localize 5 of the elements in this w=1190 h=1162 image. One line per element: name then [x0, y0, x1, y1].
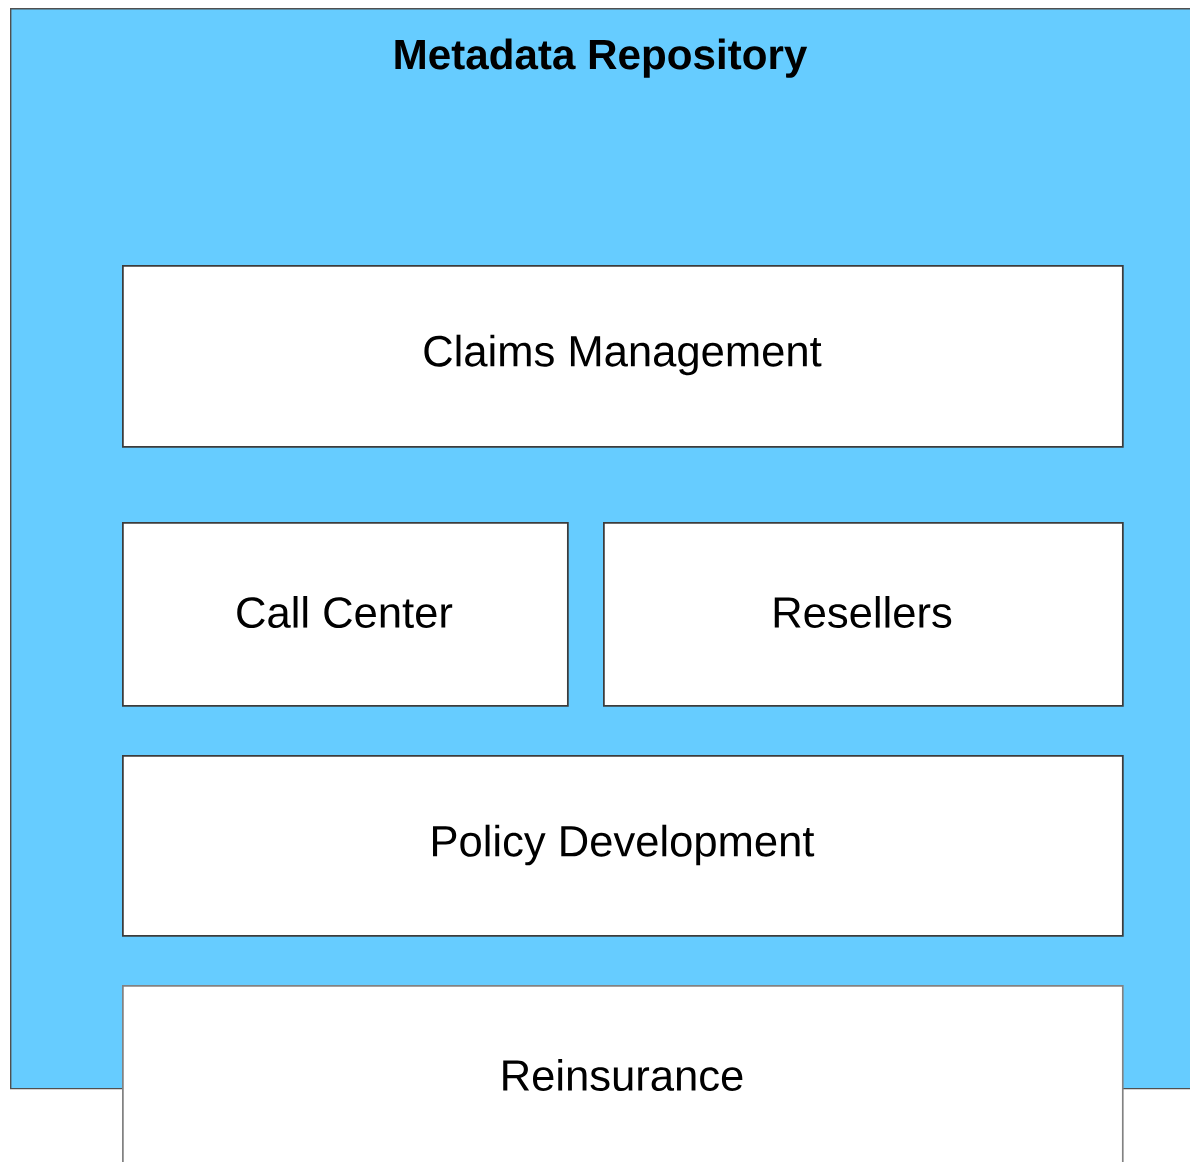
process-box: Claims Management [122, 265, 1124, 448]
process-box: Reinsurance [122, 985, 1124, 1162]
process-box: Policy Development [122, 755, 1124, 937]
process-box: Call Center [122, 522, 569, 707]
process-box: Resellers [603, 522, 1124, 707]
